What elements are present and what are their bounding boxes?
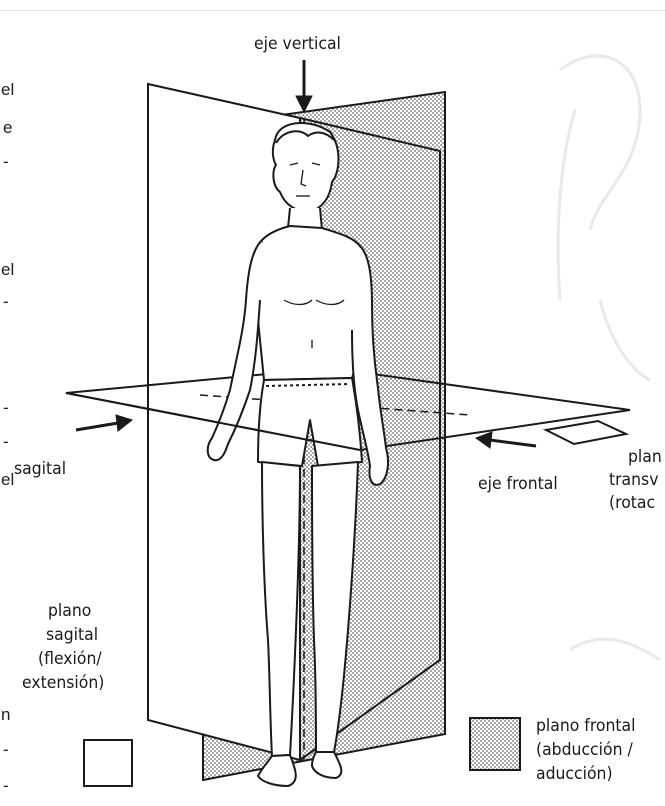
eje-frontal-label: eje frontal	[478, 474, 558, 494]
eje-vertical-label: eje vertical	[254, 34, 341, 54]
plano-sagital-line: extensión)	[22, 673, 104, 693]
plano-frontal-line: aducción)	[536, 764, 613, 784]
plano-sagital-line: sagital	[46, 625, 98, 645]
top-border	[0, 0, 665, 11]
vertical-axis-arrow	[296, 60, 312, 112]
anatomical-planes-figure: eje vertical sagital eje frontal plan tr…	[0, 11, 665, 806]
sagittal-plane-swatch	[84, 740, 132, 786]
plano-frontal-line: (abducción /	[536, 740, 633, 760]
frontal-plane-swatch	[470, 718, 520, 770]
plano-transverso-line: transv	[609, 470, 658, 490]
sagittal-axis-arrow	[76, 415, 132, 431]
sagital-label: sagital	[14, 459, 66, 479]
faint-background-sketch	[558, 56, 660, 660]
plano-frontal-line: plano frontal	[536, 716, 635, 736]
transverse-plane-swatch	[546, 421, 626, 444]
frontal-axis-arrow	[476, 432, 536, 448]
plano-sagital-line: plano	[48, 601, 91, 621]
plano-sagital-line: (flexión/	[38, 649, 102, 669]
plano-transverso-line: (rotac	[609, 493, 655, 513]
plano-transverso-line: plan	[628, 447, 662, 467]
